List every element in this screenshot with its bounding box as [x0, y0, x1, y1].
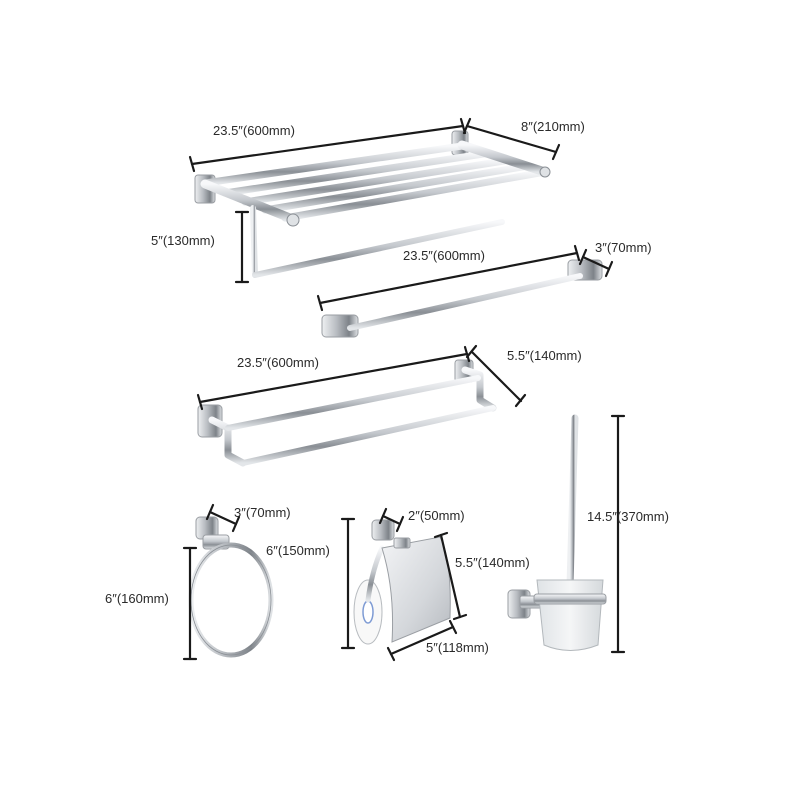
ring-hoop: [188, 542, 274, 658]
paper-holder-cover: [381, 536, 451, 643]
shelf-height-label: 5″(130mm): [151, 233, 215, 248]
ring-depth-dimension: [208, 510, 238, 526]
single-towel-bar-illustration: [321, 259, 603, 338]
double-bar-depth-dimension: [470, 350, 523, 403]
shelf-hanger-front: [250, 205, 258, 278]
double-towel-bar-illustration: [197, 359, 497, 467]
ring-depth-label: 3″(70mm): [234, 505, 291, 520]
shelf-side-arm-rear: [457, 140, 550, 177]
paper-depth-dimension: [381, 514, 402, 526]
brush-frosted-cup: [536, 579, 604, 651]
single-bar-depth-dimension: [581, 255, 611, 271]
shelf-depth-dimension: [465, 124, 558, 154]
double-bar-width-dimension: [198, 352, 469, 404]
single-bar-rod: [347, 273, 583, 331]
paper-holder-bracket: [371, 519, 395, 541]
single-bar-depth-label: 3″(70mm): [595, 240, 652, 255]
double-bar-left-arm: [208, 416, 247, 467]
towel-ring-illustration: [188, 516, 274, 658]
toilet-brush-illustration: [507, 414, 607, 651]
towel-shelf-illustration: [194, 130, 551, 278]
double-bar-lower-rod: [240, 405, 496, 466]
brush-cup-ring: [533, 593, 607, 605]
double-bar-right-arm: [461, 366, 497, 412]
paper-holder-rod: [365, 545, 385, 603]
double-bar-upper-rod: [225, 375, 481, 431]
single-bar-width-dimension: [318, 251, 579, 305]
single-bar-width-label: 23.5″(600mm): [403, 248, 485, 263]
ring-height-label: 6″(160mm): [105, 591, 169, 606]
brush-handle: [566, 414, 579, 589]
shelf-end-cap: [539, 166, 551, 178]
paper-holder-illustration: [353, 519, 451, 645]
paper-cover-height-dimension: [439, 533, 462, 619]
paper-width-dimension: [389, 625, 455, 656]
paper-height-label: 6″(150mm): [266, 543, 330, 558]
shelf-side-arm-front: [200, 179, 300, 225]
shelf-end-cap: [286, 213, 300, 227]
paper-roll-core: [362, 600, 374, 624]
shelf-depth-label: 8″(210mm): [521, 119, 585, 134]
brush-height-label: 14.5″(370mm): [587, 509, 669, 524]
dimension-labels: 23.5″(600mm) 8″(210mm) 5″(130mm) 23.5″(6…: [105, 119, 669, 655]
shelf-width-label: 23.5″(600mm): [213, 123, 295, 138]
shelf-width-dimension: [190, 124, 465, 166]
dimension-lines: [182, 117, 626, 662]
double-bar-width-label: 23.5″(600mm): [237, 355, 319, 370]
paper-holder-hinge: [393, 537, 411, 549]
paper-depth-label: 2″(50mm): [408, 508, 465, 523]
double-bar-depth-label: 5.5″(140mm): [507, 348, 582, 363]
paper-width-label: 5″(118mm): [426, 640, 489, 655]
paper-cover-height-label: 5.5″(140mm): [455, 555, 530, 570]
shelf-lower-bar: [252, 219, 505, 278]
